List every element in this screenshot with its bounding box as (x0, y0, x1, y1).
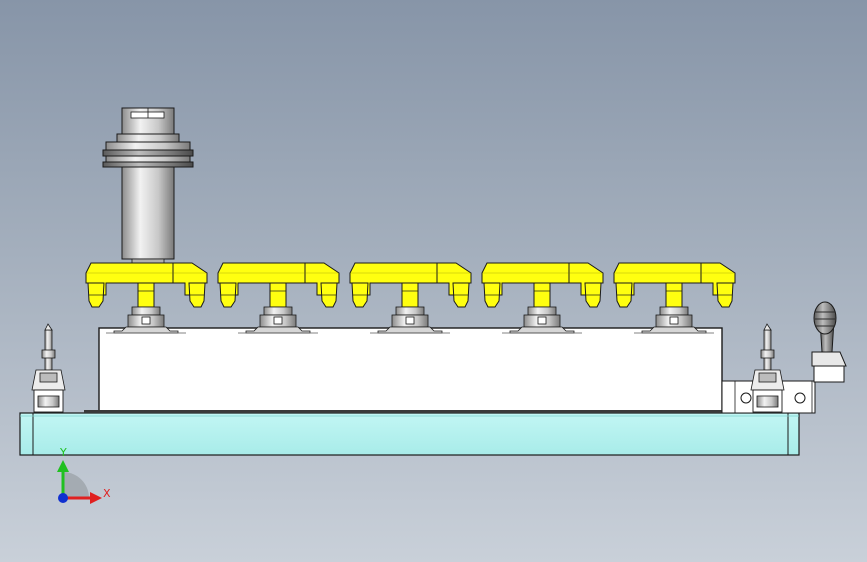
gripper-assembly-row (85, 262, 736, 334)
toggle-lever-handle[interactable] (811, 301, 847, 383)
base-plate[interactable] (19, 412, 800, 456)
x-axis-arrow-icon (90, 492, 102, 504)
locating-pin-left[interactable] (31, 323, 66, 413)
fixture-block[interactable] (84, 327, 724, 413)
gripper-unit[interactable] (85, 262, 208, 334)
z-axis-dot-icon (58, 493, 68, 503)
y-axis-arrow-icon (57, 460, 69, 472)
gripper-unit[interactable] (613, 262, 736, 334)
y-axis-label: Y (59, 446, 67, 459)
gripper-unit[interactable] (217, 262, 340, 334)
tool-holder-spindle[interactable] (102, 107, 194, 264)
coordinate-triad: Y X (57, 446, 111, 504)
gripper-unit[interactable] (349, 262, 472, 334)
triad-arc-icon (63, 472, 89, 498)
x-axis-label: X (103, 487, 111, 500)
gripper-unit[interactable] (481, 262, 604, 334)
locating-pin-right[interactable] (750, 323, 785, 413)
